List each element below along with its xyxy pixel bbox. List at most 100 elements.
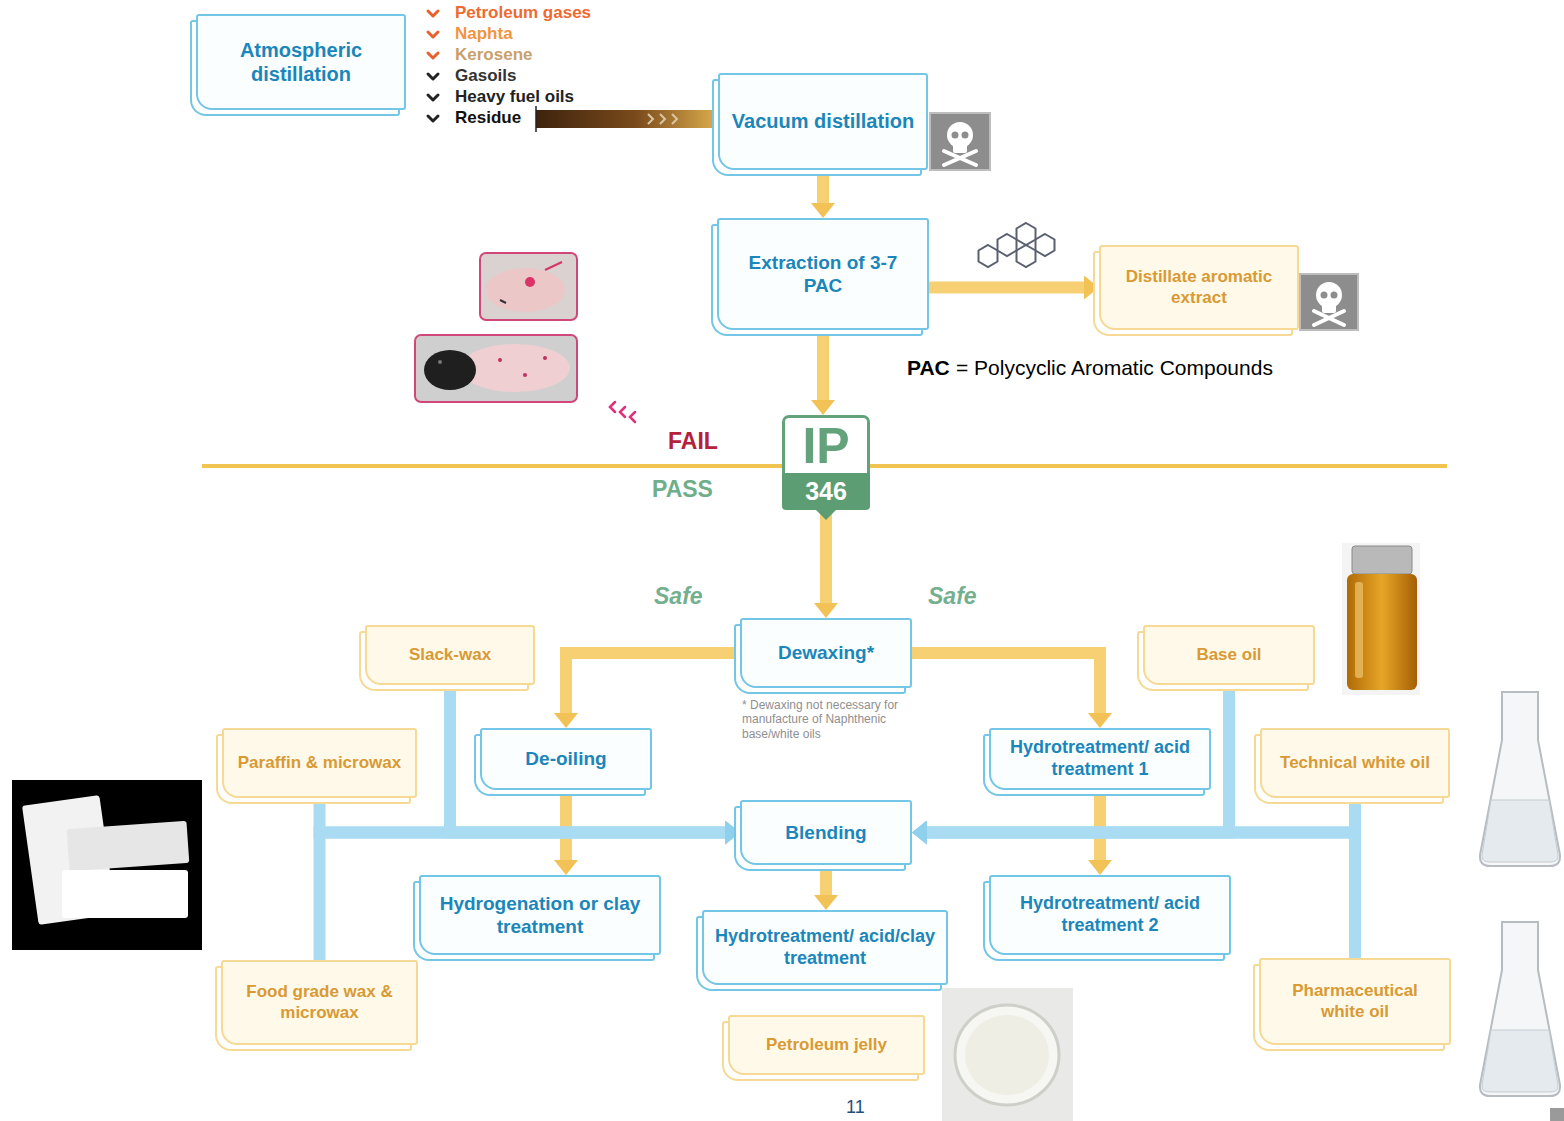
wax-block-photo — [12, 780, 202, 950]
pac-molecule-icon — [1017, 245, 1036, 267]
bullet-chevrons — [428, 95, 438, 100]
corner-mark — [1550, 1108, 1564, 1121]
mouse-test-photo — [525, 277, 535, 287]
process-box: Hydrogenation or clay treatment — [419, 875, 661, 955]
flow-arrow — [450, 685, 725, 833]
product-box: Pharmaceutical white oil — [1259, 958, 1451, 1045]
toxic-skull-icon — [952, 132, 959, 139]
toxic-skull-icon — [1314, 311, 1344, 325]
mouse-test-photo — [438, 360, 442, 364]
toxic-skull-icon — [953, 143, 967, 153]
toxic-skull-icon — [1300, 274, 1358, 330]
flow-arrow — [929, 282, 1084, 294]
toxic-skull-icon — [930, 113, 990, 170]
page-number: 11 — [846, 1097, 865, 1119]
mouse-test-photo — [480, 253, 577, 320]
product-list-item: Residue — [455, 108, 521, 128]
box-label: De-oiling — [525, 747, 606, 770]
flow-arrow — [566, 653, 740, 713]
pac-molecule-icon — [998, 234, 1017, 256]
process-box: Dewaxing* — [740, 618, 912, 688]
ip346-test-badge: IP346 — [782, 415, 870, 510]
flow-arrow — [927, 685, 1229, 833]
base-oil-jar-photo — [1347, 574, 1417, 690]
mouse-test-photo — [415, 335, 577, 402]
base-oil-jar-photo — [1342, 543, 1420, 695]
toxic-skull-icon — [1322, 303, 1336, 313]
product-list-item: Kerosene — [455, 45, 532, 65]
mouse-test-photo — [523, 373, 527, 377]
box-label: Hydrotreatment/ acid/clay treatment — [714, 926, 936, 970]
mouse-test-photo — [460, 344, 570, 392]
pac-molecule-icon — [979, 223, 1055, 267]
bullet-chevrons — [428, 11, 438, 16]
mouse-test-photo — [545, 262, 562, 270]
safe-label: Safe — [654, 583, 703, 611]
product-box: Distillate aromatic extract — [1099, 245, 1299, 330]
residue-flow-bar — [648, 114, 653, 124]
box-label: Pharmaceutical white oil — [1271, 981, 1439, 1022]
toxic-skull-icon — [944, 151, 976, 165]
product-box: Paraffin & microwax — [222, 728, 417, 798]
petroleum-jelly-photo — [942, 988, 1073, 1121]
white-oil-flask-photo — [1480, 692, 1560, 866]
product-box: Slack-wax — [365, 625, 535, 685]
box-label: Technical white oil — [1280, 753, 1430, 774]
fail-label: FAIL — [668, 428, 718, 456]
box-label: Hydrotreatment/ acid treatment 2 — [1001, 893, 1219, 937]
process-box: Hydrotreatment/ acid treatment 2 — [989, 875, 1231, 955]
bullet-chevrons — [428, 11, 438, 121]
flow-arrow — [1094, 790, 1106, 860]
process-box: Atmospheric distillation — [196, 14, 406, 110]
white-oil-flask-photo — [1480, 692, 1560, 866]
process-box: Hydrotreatment/ acid treatment 1 — [989, 728, 1211, 790]
flow-arrow — [560, 790, 572, 860]
fail-chevrons — [630, 412, 635, 422]
mouse-test-photo — [543, 356, 547, 360]
bullet-chevrons — [428, 116, 438, 121]
toxic-skull-icon — [1300, 274, 1358, 330]
mouse-test-photo — [480, 253, 577, 320]
toxic-skull-icon — [930, 113, 990, 170]
process-box: Hydrotreatment/ acid/clay treatment — [702, 910, 948, 985]
residue-flow-bar — [535, 106, 537, 132]
product-box: Technical white oil — [1260, 728, 1450, 798]
box-label: Hydrogenation or clay treatment — [431, 892, 649, 938]
white-oil-flask-photo — [1482, 800, 1558, 862]
box-label: Paraffin & microwax — [238, 753, 401, 774]
flow-arrow — [820, 510, 832, 603]
product-list-item: Heavy fuel oils — [455, 87, 574, 107]
box-label: Slack-wax — [409, 645, 491, 666]
abbreviation: PAC — [907, 355, 950, 380]
box-label: Food grade wax & microwax — [233, 982, 406, 1023]
pac-molecule-icon — [1017, 223, 1036, 245]
bullet-chevrons — [428, 53, 438, 58]
base-oil-jar-photo — [1342, 543, 1420, 695]
abbreviation-definition: = Polycyclic Aromatic Compounds — [956, 355, 1273, 380]
residue-flow-bar — [672, 114, 677, 124]
residue-flow-bar — [660, 114, 665, 124]
flow-arrow — [320, 833, 726, 961]
safe-label: Safe — [928, 583, 977, 611]
petroleum-jelly-photo — [955, 1005, 1059, 1105]
pac-molecule-icon — [979, 245, 998, 267]
residue-flow-bar — [536, 106, 718, 132]
flow-arrow — [927, 833, 1355, 959]
flow-arrow — [912, 653, 1100, 713]
badge-number: 346 — [782, 473, 870, 510]
mouse-test-photo — [500, 300, 506, 303]
base-oil-jar-photo — [1355, 582, 1363, 678]
base-oil-jar-photo — [1352, 546, 1412, 574]
box-label: Atmospheric distillation — [208, 38, 394, 87]
wax-block-photo — [62, 870, 188, 918]
product-box: Petroleum jelly — [728, 1015, 925, 1075]
petroleum-jelly-photo — [942, 988, 1073, 1121]
fail-chevrons — [620, 407, 625, 417]
box-label: Petroleum jelly — [766, 1035, 887, 1056]
badge-title: IP — [782, 415, 870, 473]
box-label: Distillate aromatic extract — [1111, 267, 1287, 308]
box-label: Dewaxing* — [778, 641, 874, 664]
flow-arrow — [820, 865, 832, 895]
box-label: Hydrotreatment/ acid treatment 1 — [1001, 737, 1199, 781]
